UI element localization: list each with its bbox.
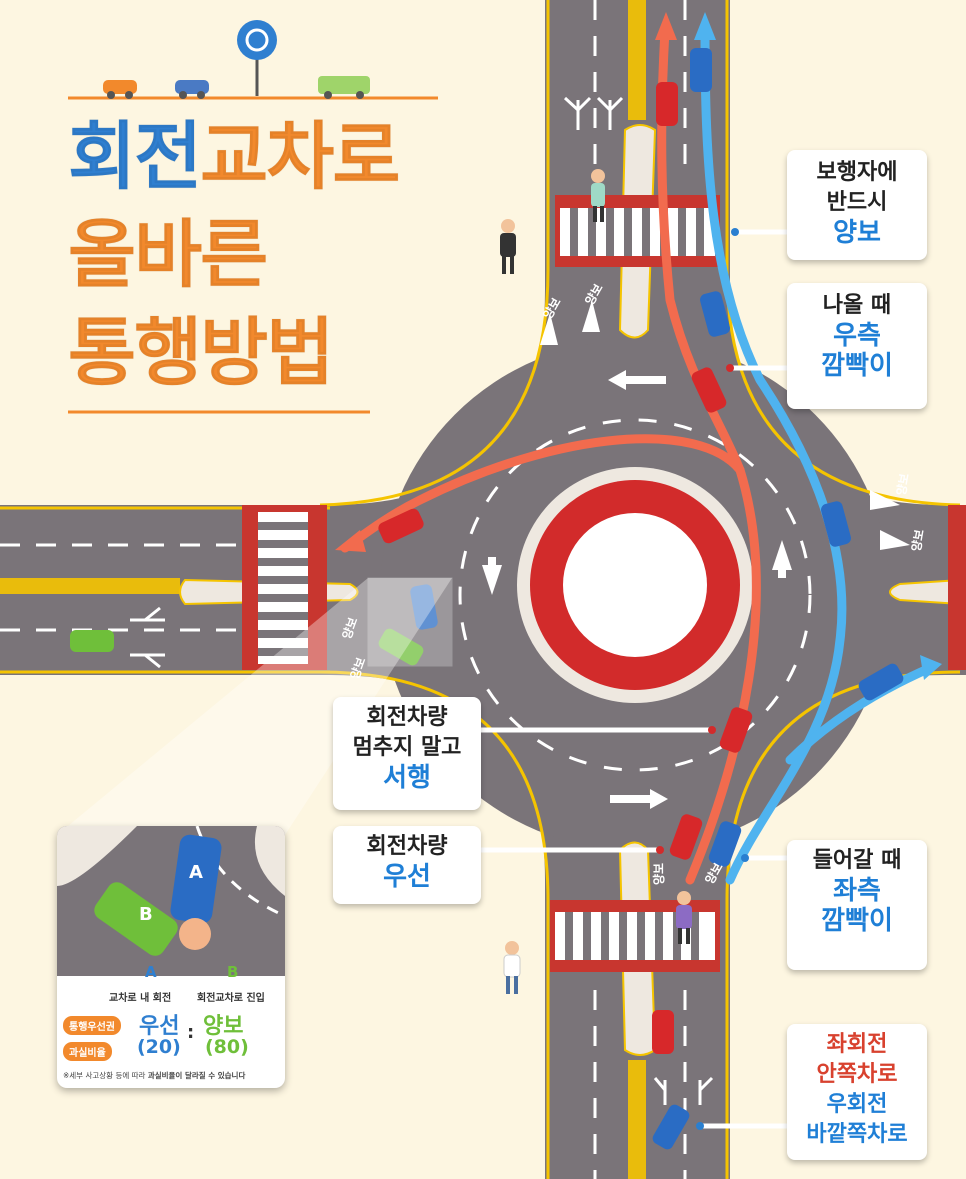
callout-leader-dots [656, 228, 749, 1130]
car-blue [652, 1104, 690, 1150]
callout-text: 회전차량 [366, 705, 448, 730]
title-line-1: 회전교차로 [67, 120, 400, 195]
car-a-icon [170, 834, 222, 924]
priority-a: 우선 [139, 1014, 180, 1039]
inset-beam [57, 578, 452, 835]
callout-highlight: 깜빡이 [821, 351, 893, 381]
note-prefix: ※세부 사고상황 등에 따라 [63, 1071, 148, 1080]
callout-exit-signal: 나올 때 우측 깜빡이 [787, 283, 927, 409]
collision-icon [179, 918, 211, 950]
car-red [719, 707, 753, 753]
yield-triangles [540, 300, 910, 550]
callout-text: 멈추지 말고 [352, 735, 462, 760]
inset-scene: A B [57, 826, 285, 976]
car-blue [708, 821, 742, 867]
central-island [517, 467, 753, 703]
pedestrians [500, 169, 692, 994]
pedestrian-icon [503, 941, 521, 994]
fault-a: (20) [137, 1036, 181, 1058]
title-word-roundabout-2: 교차로 [200, 114, 401, 200]
direction-arrows [482, 370, 792, 809]
car-blue [858, 663, 904, 701]
callout-highlight: 우선 [383, 862, 431, 892]
label-b-text: 회전교차로 진입 [197, 993, 265, 1004]
note-bold: 과실비율이 달라질 수 있습니다 [147, 1071, 246, 1080]
car-red [656, 82, 678, 126]
pedestrian-icon [500, 219, 516, 274]
inset-collision-panel: A B A B 교차로 내 회전 회전교차로 진입 통행우선권 우선 양보 : … [57, 826, 285, 1088]
callout-text-red: 좌회전 [826, 1032, 888, 1057]
callout-text: 나올 때 [822, 293, 892, 318]
fault-b: (80) [205, 1036, 249, 1058]
callout-highlight: 양보 [833, 218, 881, 248]
priority-b: 양보 [203, 1014, 244, 1039]
path-blue-right-turn [694, 12, 942, 885]
car-blue [821, 501, 851, 547]
car-red [378, 508, 424, 544]
car-icon [175, 80, 209, 94]
car-green [70, 630, 114, 652]
yield-road-label: 양보 [908, 528, 927, 552]
inset-note: ※세부 사고상황 등에 따라 과실비율이 달라질 수 있습니다 [63, 1070, 245, 1081]
yield-road-label: 양보 [893, 472, 912, 496]
crosswalk-east [948, 505, 966, 670]
yield-road-label: 양보 [339, 615, 361, 641]
callout-highlight: 서행 [383, 763, 431, 793]
lane-arrows [130, 96, 714, 1105]
callout-priority: 회전차량 우선 [333, 826, 481, 904]
fault-ratio-pill: 과실비율 [63, 1042, 112, 1061]
label-a-letter: A [145, 963, 157, 981]
car-blue [690, 48, 712, 92]
title-line-3: 통행방법 [67, 310, 334, 396]
yield-road-label: 양보 [347, 655, 369, 681]
callout-text: 회전차량 [366, 834, 448, 859]
title-word-roundabout-1: 회전 [67, 114, 202, 200]
callout-leaders [480, 229, 790, 1129]
car-b-letter: B [139, 904, 153, 925]
label-b-letter: B [227, 963, 239, 981]
callout-text-blue: 바깥쪽차로 [806, 1122, 908, 1147]
car-red [652, 1010, 674, 1054]
car-red [691, 367, 727, 413]
callout-text: 들어갈 때 [812, 848, 902, 873]
callout-text-blue: 우회전 [826, 1092, 888, 1117]
car-a-letter: A [189, 862, 203, 883]
car-blue [410, 584, 438, 630]
callout-highlight: 깜빡이 [821, 906, 893, 936]
car-blue [700, 291, 730, 337]
yield-road-label: 양보 [651, 863, 666, 885]
callout-text-red: 안쪽차로 [816, 1062, 898, 1087]
cars [70, 48, 904, 1150]
car-b-icon [94, 882, 178, 956]
pedestrian-icon [591, 169, 605, 222]
callout-highlight: 좌측 [833, 876, 881, 906]
callout-lanes: 좌회전 안쪽차로 우회전 바깥쪽차로 [787, 1024, 927, 1160]
pedestrian-icon [676, 891, 692, 944]
callout-text: 반드시 [826, 190, 888, 215]
callout-text: 보행자에 [816, 160, 898, 185]
callout-enter-signal: 들어갈 때 좌측 깜빡이 [787, 840, 927, 970]
title-decoration [68, 20, 438, 414]
car-icon [103, 80, 137, 94]
crosswalk-west [242, 505, 327, 670]
car-red [669, 814, 703, 860]
title-line-2: 올바른 [67, 212, 268, 298]
bus-icon [318, 76, 370, 94]
callout-slow-down: 회전차량 멈추지 말고 서행 [333, 697, 481, 810]
callout-pedestrian-yield: 보행자에 반드시 양보 [787, 150, 927, 260]
inset-focus-box [367, 577, 453, 667]
crosswalk-north [555, 195, 720, 267]
separator: : [187, 1022, 195, 1043]
label-a-text: 교차로 내 회전 [109, 993, 172, 1004]
car-green [378, 628, 424, 666]
callout-highlight: 우측 [833, 321, 881, 351]
crosswalk-south [550, 900, 720, 972]
priority-pill: 통행우선권 [63, 1016, 121, 1035]
roundabout-sign-icon [237, 20, 277, 60]
